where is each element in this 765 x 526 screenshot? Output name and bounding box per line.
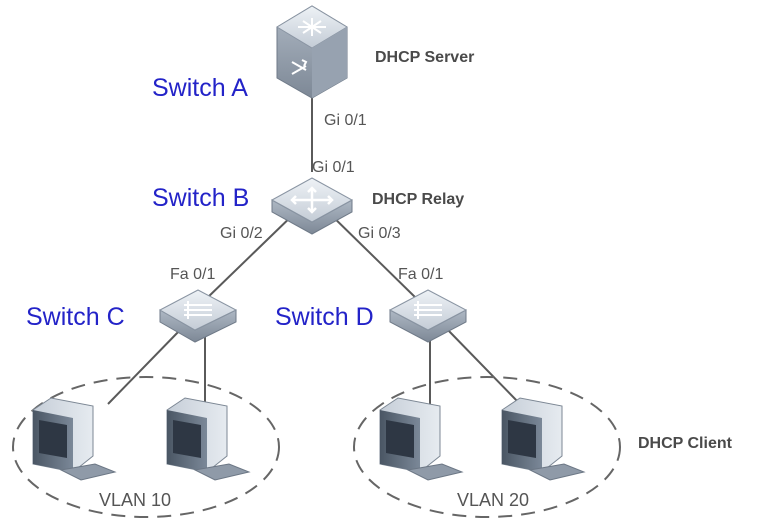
switch-c-port-label: Fa 0/1 [170, 266, 215, 283]
pc-4[interactable] [501, 397, 586, 481]
switch-b-port-left-label: Gi 0/2 [220, 225, 263, 242]
switch-d-label: Switch D [275, 303, 374, 331]
switch-a-emblem-icon [298, 18, 326, 36]
switch-c-label: Switch C [26, 303, 125, 331]
link-d-pc4 [445, 327, 521, 405]
switch-b-device[interactable] [270, 177, 354, 235]
link-c-pc1 [107, 327, 183, 405]
dhcp-relay-label: DHCP Relay [372, 191, 464, 208]
dhcp-server-label: DHCP Server [375, 49, 474, 66]
pc-1[interactable] [32, 397, 117, 481]
link-b-c [204, 207, 301, 301]
switch-b-label: Switch B [152, 184, 249, 212]
switch-d-device[interactable] [388, 289, 468, 343]
dhcp-client-label: DHCP Client [638, 435, 733, 452]
switch-a-router-icon [291, 59, 308, 75]
vlan-20-boundary [353, 376, 621, 518]
vlan-10-boundary [12, 376, 280, 518]
links [107, 92, 521, 405]
switch-b-arrows-icon [290, 186, 334, 214]
vlan-10-label: VLAN 10 [99, 490, 171, 510]
switch-c-device[interactable] [158, 289, 238, 343]
pc-3[interactable] [379, 397, 464, 481]
switch-d-port-label: Fa 0/1 [398, 266, 443, 283]
computer-icon [379, 397, 464, 481]
pc-2[interactable] [166, 397, 251, 481]
computer-icon [501, 397, 586, 481]
switch-a-port-label: Gi 0/1 [324, 112, 367, 129]
switch-b-port-top-label: Gi 0/1 [312, 159, 355, 176]
computer-icon [166, 397, 251, 481]
link-b-d [323, 207, 419, 301]
computer-icon [32, 397, 117, 481]
switch-c-ports-icon [184, 301, 212, 319]
switch-a-device[interactable] [276, 5, 348, 99]
vlan-20-label: VLAN 20 [457, 490, 529, 510]
switch-b-port-right-label: Gi 0/3 [358, 225, 401, 242]
switch-d-ports-icon [414, 301, 442, 319]
switch-a-label: Switch A [152, 74, 248, 102]
